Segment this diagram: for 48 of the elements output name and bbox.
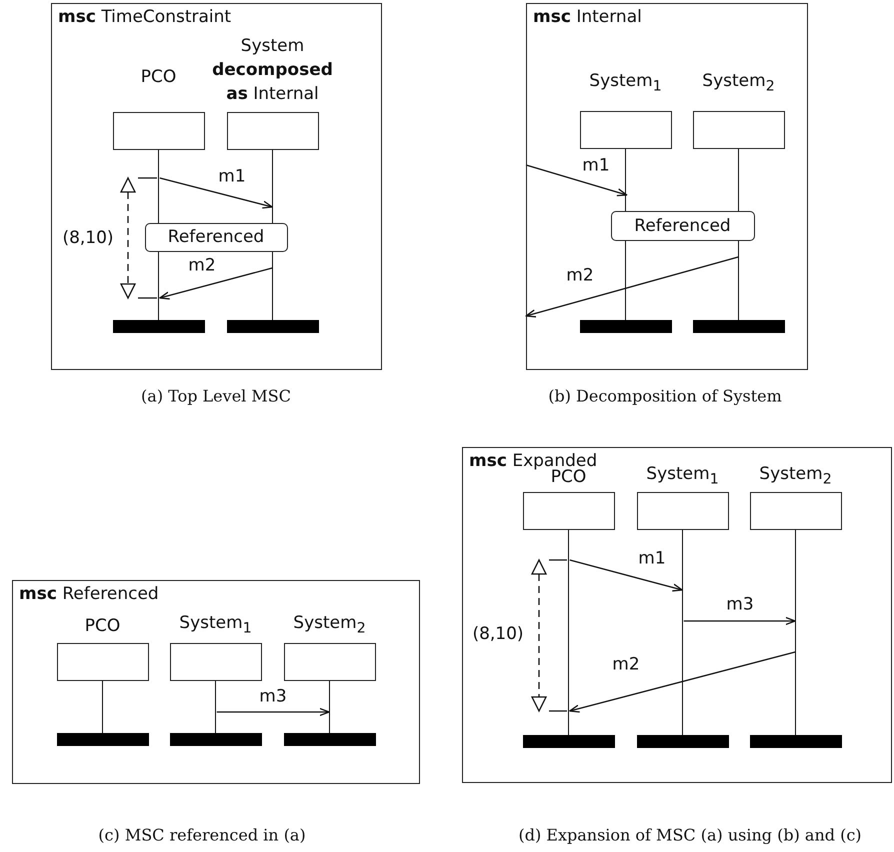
instance-end-bar: [636, 734, 728, 748]
instance-name: PCO: [84, 615, 120, 638]
instance-end-bar: [692, 320, 784, 332]
instance-end-bar: [170, 732, 262, 746]
instance-name: System decomposed as Internal: [211, 35, 334, 106]
instance-name: System$_{2}$: [702, 70, 775, 96]
subfigure-caption: (a) Top Level MSC: [141, 386, 291, 406]
instance-name: System$_{2}$: [759, 463, 832, 490]
instance-end-bar: [56, 732, 148, 746]
frame-title: msc TimeConstraint: [58, 7, 232, 27]
instance-name: System$_{1}$: [646, 463, 719, 490]
reference-box: Referenced: [610, 210, 754, 240]
lifeline: [328, 680, 330, 732]
msc-frame: [526, 3, 808, 370]
message-arrow: [570, 559, 683, 592]
msc-frame: [51, 3, 382, 370]
time-constraint-label: (8,10): [62, 228, 114, 248]
message-arrow: [216, 708, 330, 716]
subfigure-caption: (b) Decomposition of System: [548, 386, 782, 406]
message-arrow: [526, 164, 628, 196]
instance-end-bar: [226, 320, 318, 332]
lifeline: [102, 680, 104, 732]
instance-name: System$_{1}$: [589, 70, 662, 96]
msc-frame: [462, 447, 892, 783]
lifeline: [682, 530, 684, 734]
frame-title: msc Referenced: [19, 584, 159, 604]
reference-box: Referenced: [144, 222, 288, 252]
lifeline: [794, 530, 796, 734]
instance-end-bar: [750, 734, 842, 748]
instance-name: System$_{1}$: [179, 612, 252, 638]
msc-frame: [12, 580, 420, 784]
instance-name: PCO: [140, 66, 176, 90]
instance-end-bar: [580, 320, 672, 332]
lifeline: [568, 530, 570, 734]
message-arrow: [569, 651, 796, 713]
message-arrow: [159, 267, 272, 300]
instance-end-bar: [522, 734, 614, 748]
subfigure-caption: (c) MSC referenced in (a): [98, 826, 306, 844]
instance-end-bar: [284, 732, 376, 746]
instance-name: System$_{2}$: [293, 612, 366, 638]
subfigure-caption: (d) Expansion of MSC (a) using (b) and (c): [518, 826, 862, 844]
frame-title: msc Internal: [533, 7, 642, 27]
instance-end-bar: [112, 320, 204, 332]
lifeline: [214, 680, 216, 732]
time-constraint-label: (8,10): [472, 624, 524, 644]
message-arrow: [525, 256, 738, 318]
message-arrow: [684, 616, 796, 626]
message-arrow: [160, 177, 273, 209]
